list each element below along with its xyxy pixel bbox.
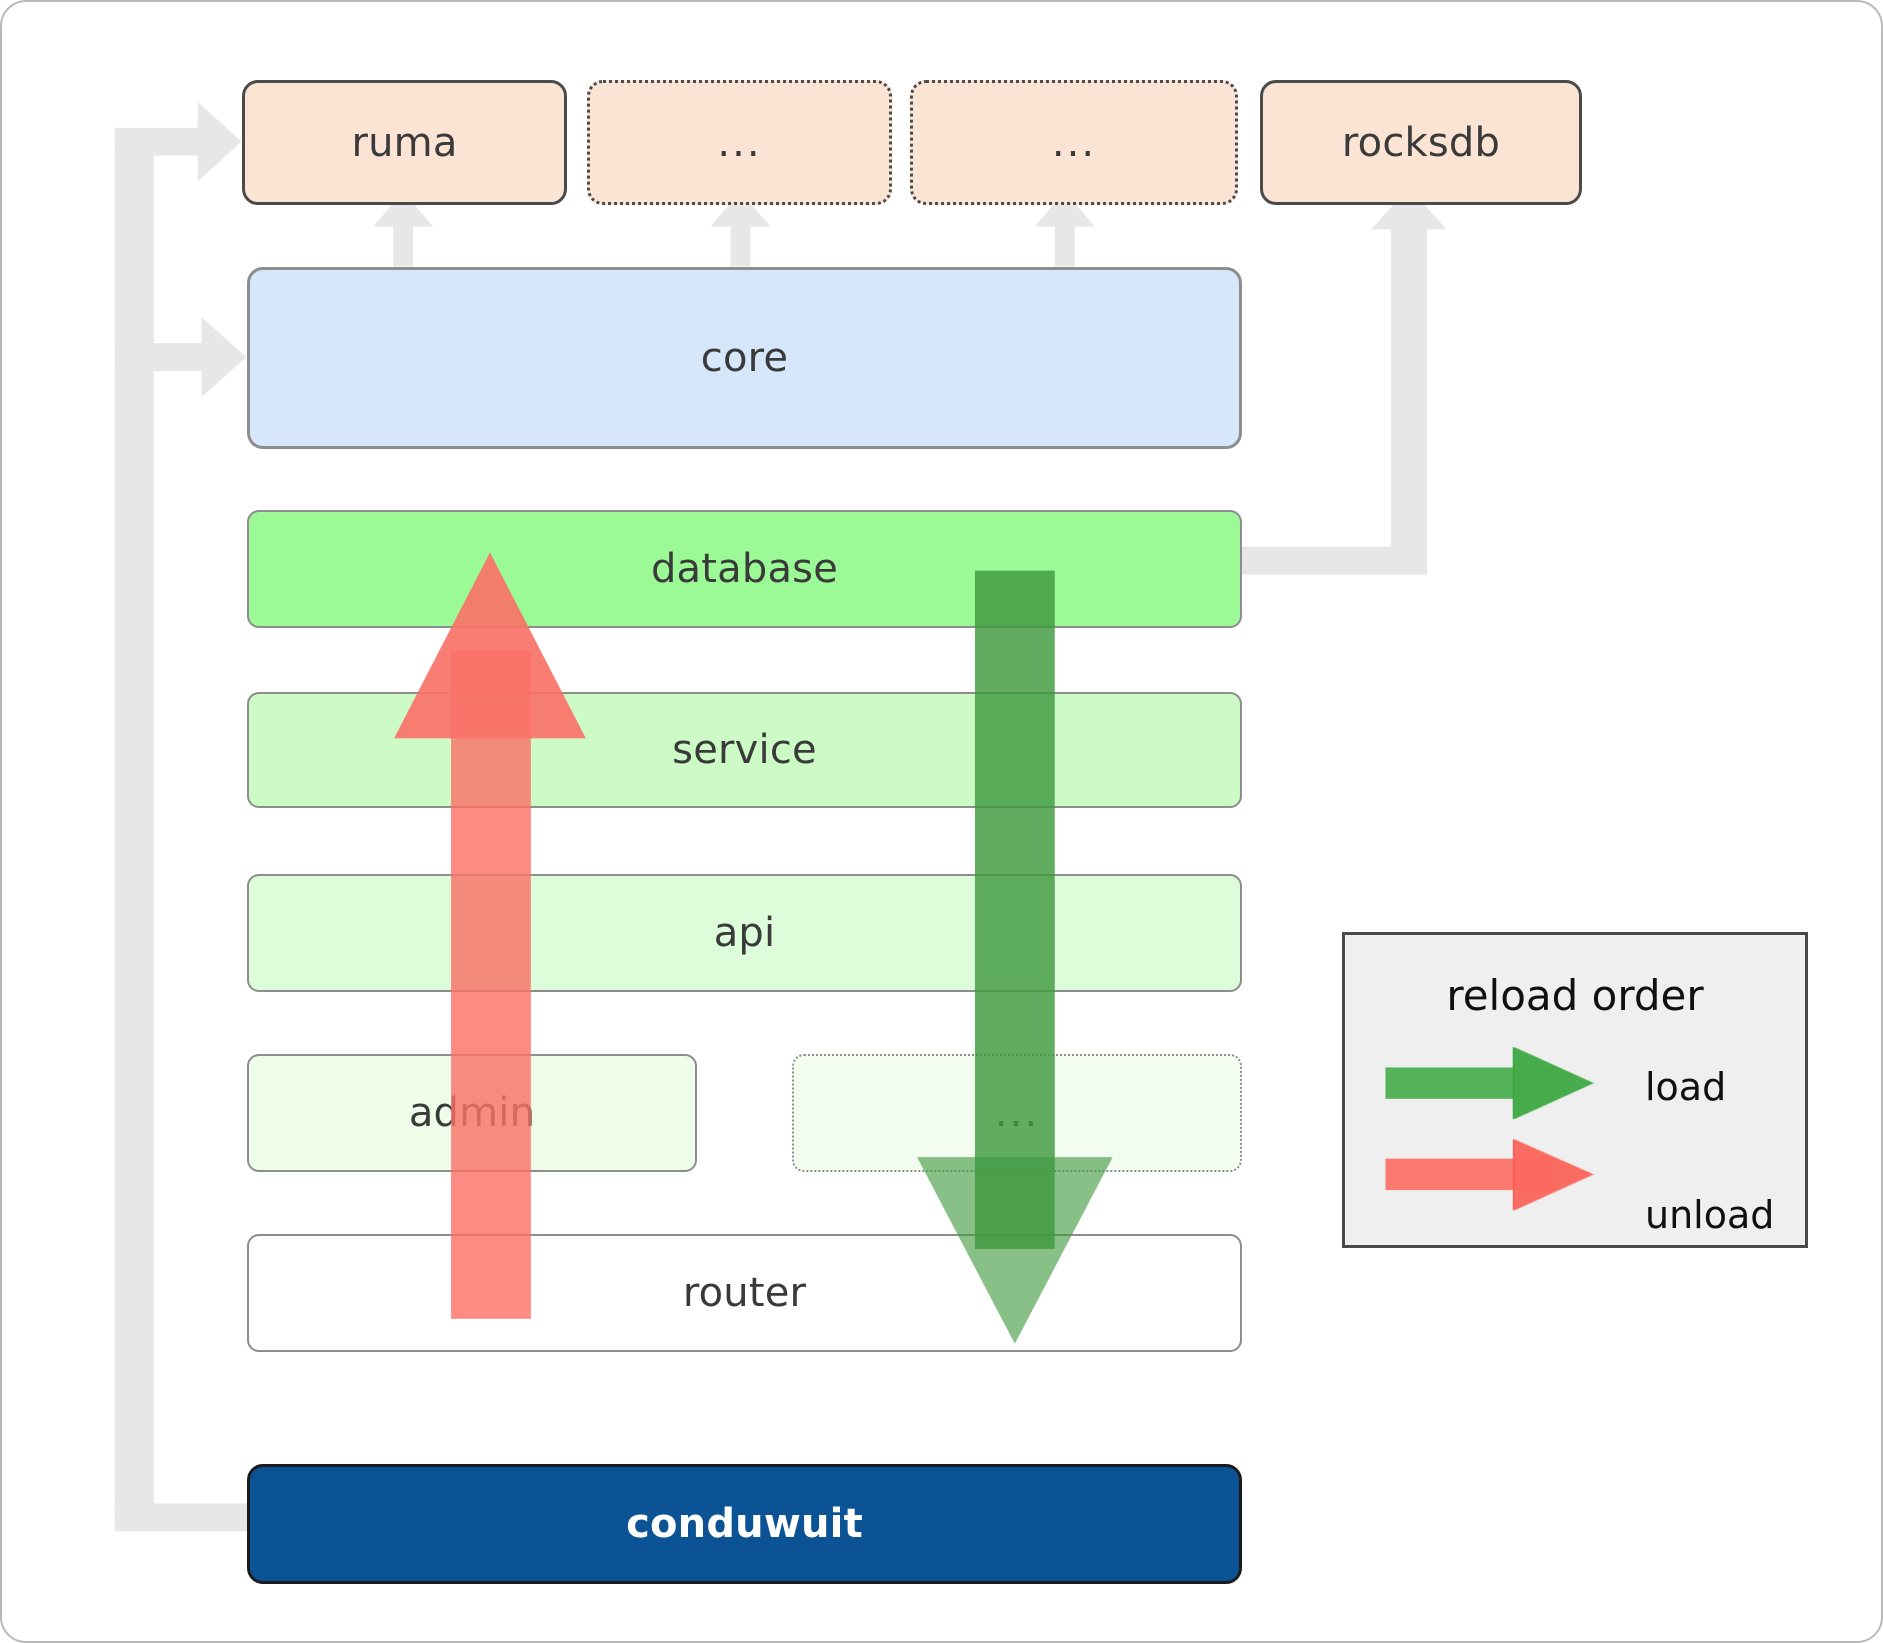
crate-label-admin: admin	[408, 1090, 536, 1136]
legend-title: reload order	[1446, 971, 1704, 1020]
crate-box-core[interactable]: core	[247, 267, 1242, 449]
dependency-box-ellipsis-1[interactable]: ...	[587, 80, 892, 205]
dependency-label-ruma: ruma	[351, 119, 458, 166]
dependency-label-ellipsis-2: ...	[1051, 119, 1097, 166]
legend-unload-arrow-icon	[1385, 1139, 1595, 1211]
crate-box-api[interactable]: api	[247, 874, 1242, 992]
crate-box-admin[interactable]: admin	[247, 1054, 697, 1172]
connector-database-to-rocksdb	[1239, 187, 1447, 575]
connector-to-ruma	[114, 101, 242, 182]
legend-label-load: load	[1645, 1065, 1727, 1109]
legend-label-unload: unload	[1645, 1193, 1775, 1237]
crate-label-conduwuit: conduwuit	[626, 1501, 863, 1547]
dependency-box-ellipsis-2[interactable]: ...	[910, 80, 1238, 205]
crate-label-api: api	[713, 910, 776, 956]
crate-label-router: router	[682, 1270, 807, 1316]
crate-box-database[interactable]: database	[247, 510, 1242, 628]
connector-core-to-dep3	[1034, 191, 1095, 267]
crate-label-service: service	[672, 727, 817, 773]
dependency-box-rocksdb[interactable]: rocksdb	[1260, 80, 1582, 205]
dependency-box-ruma[interactable]: ruma	[242, 80, 567, 205]
crate-label-core: core	[700, 335, 789, 381]
crate-box-service[interactable]: service	[247, 692, 1242, 808]
connector-to-core	[114, 317, 247, 398]
crate-label-database: database	[650, 546, 839, 592]
legend-panel: reload order load unload	[1342, 932, 1808, 1248]
crate-label-ellipsis: ...	[994, 1090, 1040, 1136]
dependency-label-rocksdb: rocksdb	[1341, 119, 1501, 166]
connector-core-to-ruma	[373, 191, 434, 267]
crate-box-conduwuit[interactable]: conduwuit	[247, 1464, 1242, 1584]
legend-arrow-glyphs	[1385, 1046, 1595, 1211]
connector-core-to-dep2	[710, 191, 771, 267]
crate-box-ellipsis[interactable]: ...	[792, 1054, 1242, 1172]
dependency-label-ellipsis-1: ...	[717, 119, 762, 166]
legend-load-arrow-icon	[1385, 1046, 1595, 1120]
crate-box-router[interactable]: router	[247, 1234, 1242, 1352]
